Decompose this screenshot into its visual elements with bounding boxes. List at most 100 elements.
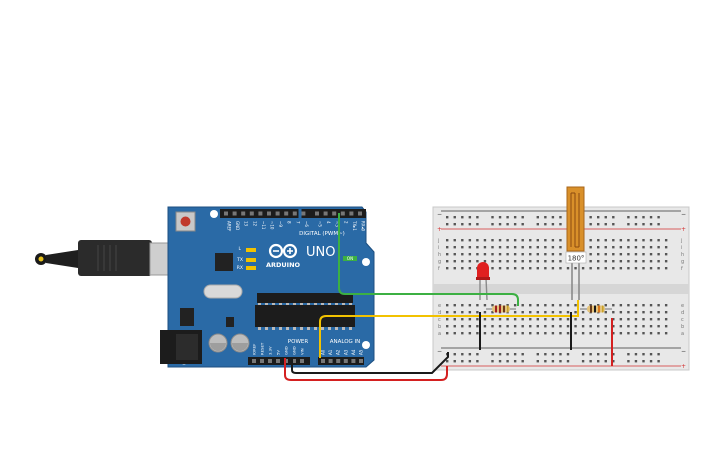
rail-hole[interactable] xyxy=(506,353,509,356)
rail-hole[interactable] xyxy=(536,353,539,356)
rail-hole[interactable] xyxy=(513,223,517,226)
terminal-hole[interactable] xyxy=(649,253,653,256)
rail-hole[interactable] xyxy=(634,216,638,219)
terminal-hole[interactable] xyxy=(536,267,539,270)
rail-hole[interactable] xyxy=(506,223,509,226)
rail-hole[interactable] xyxy=(544,360,547,363)
terminal-hole[interactable] xyxy=(468,325,472,328)
terminal-hole[interactable] xyxy=(544,239,547,242)
terminal-hole[interactable] xyxy=(642,332,645,335)
terminal-hole[interactable] xyxy=(536,260,539,263)
terminal-hole[interactable] xyxy=(536,304,539,307)
rail-hole[interactable] xyxy=(498,223,502,226)
rail-hole[interactable] xyxy=(551,216,555,219)
rail-hole[interactable] xyxy=(491,223,494,226)
terminal-hole[interactable] xyxy=(506,325,509,328)
rail-hole[interactable] xyxy=(657,353,660,356)
rail-hole[interactable] xyxy=(491,353,494,356)
digital-pin-hole[interactable] xyxy=(323,211,328,216)
terminal-hole[interactable] xyxy=(581,325,585,328)
breadboard-holes[interactable] xyxy=(446,216,668,363)
terminal-hole[interactable] xyxy=(627,325,630,328)
digital-pin-hole[interactable] xyxy=(315,211,319,216)
terminal-hole[interactable] xyxy=(536,332,539,335)
terminal-hole[interactable] xyxy=(483,304,487,307)
terminal-hole[interactable] xyxy=(664,267,668,270)
analog-pin-hole[interactable] xyxy=(359,359,363,363)
terminal-hole[interactable] xyxy=(476,304,479,307)
terminal-hole[interactable] xyxy=(634,325,638,328)
rail-hole[interactable] xyxy=(642,353,645,356)
rail-hole[interactable] xyxy=(551,360,555,363)
terminal-hole[interactable] xyxy=(619,260,623,263)
terminal-hole[interactable] xyxy=(536,318,539,321)
terminal-hole[interactable] xyxy=(612,239,615,242)
rail-hole[interactable] xyxy=(589,353,592,356)
terminal-hole[interactable] xyxy=(559,318,562,321)
rail-hole[interactable] xyxy=(604,223,607,226)
rail-hole[interactable] xyxy=(612,216,615,219)
terminal-hole[interactable] xyxy=(521,267,524,270)
terminal-hole[interactable] xyxy=(513,304,517,307)
wire-red[interactable] xyxy=(284,358,448,381)
terminal-hole[interactable] xyxy=(521,332,524,335)
rail-hole[interactable] xyxy=(551,353,555,356)
terminal-hole[interactable] xyxy=(551,246,555,249)
terminal-hole[interactable] xyxy=(581,267,585,270)
terminal-hole[interactable] xyxy=(589,318,592,321)
rail-hole[interactable] xyxy=(604,360,607,363)
terminal-hole[interactable] xyxy=(619,311,623,314)
terminal-hole[interactable] xyxy=(612,332,615,335)
terminal-hole[interactable] xyxy=(649,304,653,307)
terminal-hole[interactable] xyxy=(453,304,456,307)
terminal-hole[interactable] xyxy=(446,311,449,314)
terminal-hole[interactable] xyxy=(483,318,487,321)
rail-hole[interactable] xyxy=(627,223,630,226)
terminal-hole[interactable] xyxy=(664,253,668,256)
rail-hole[interactable] xyxy=(476,216,479,219)
terminal-hole[interactable] xyxy=(612,246,615,249)
terminal-hole[interactable] xyxy=(521,325,524,328)
terminal-hole[interactable] xyxy=(544,332,547,335)
rail-hole[interactable] xyxy=(597,223,600,226)
terminal-hole[interactable] xyxy=(446,332,449,335)
terminal-hole[interactable] xyxy=(529,311,532,314)
terminal-hole[interactable] xyxy=(642,325,645,328)
terminal-hole[interactable] xyxy=(491,311,494,314)
digital-pin-hole[interactable] xyxy=(249,211,254,216)
rail-hole[interactable] xyxy=(544,353,547,356)
terminal-hole[interactable] xyxy=(453,253,456,256)
rail-hole[interactable] xyxy=(657,223,660,226)
terminal-hole[interactable] xyxy=(559,304,562,307)
terminal-hole[interactable] xyxy=(529,253,532,256)
terminal-hole[interactable] xyxy=(521,304,524,307)
digital-pin-hole[interactable] xyxy=(232,211,237,216)
terminal-hole[interactable] xyxy=(461,332,464,335)
terminal-hole[interactable] xyxy=(559,253,562,256)
terminal-hole[interactable] xyxy=(612,260,615,263)
terminal-hole[interactable] xyxy=(461,267,464,270)
rail-hole[interactable] xyxy=(612,223,615,226)
rail-hole[interactable] xyxy=(536,360,539,363)
terminal-hole[interactable] xyxy=(461,239,464,242)
terminal-hole[interactable] xyxy=(566,304,570,307)
terminal-hole[interactable] xyxy=(634,311,638,314)
terminal-hole[interactable] xyxy=(604,260,607,263)
terminal-hole[interactable] xyxy=(544,260,547,263)
rail-hole[interactable] xyxy=(521,223,524,226)
terminal-hole[interactable] xyxy=(589,253,592,256)
rail-hole[interactable] xyxy=(468,223,472,226)
wire-yellow[interactable] xyxy=(319,300,579,358)
terminal-hole[interactable] xyxy=(453,325,456,328)
terminal-hole[interactable] xyxy=(506,246,509,249)
reset-button[interactable] xyxy=(175,211,196,232)
terminal-hole[interactable] xyxy=(619,325,623,328)
terminal-hole[interactable] xyxy=(604,253,607,256)
rail-hole[interactable] xyxy=(491,360,494,363)
rail-hole[interactable] xyxy=(468,353,472,356)
terminal-hole[interactable] xyxy=(468,246,472,249)
rail-hole[interactable] xyxy=(559,360,562,363)
terminal-hole[interactable] xyxy=(642,311,645,314)
terminal-hole[interactable] xyxy=(589,304,592,307)
